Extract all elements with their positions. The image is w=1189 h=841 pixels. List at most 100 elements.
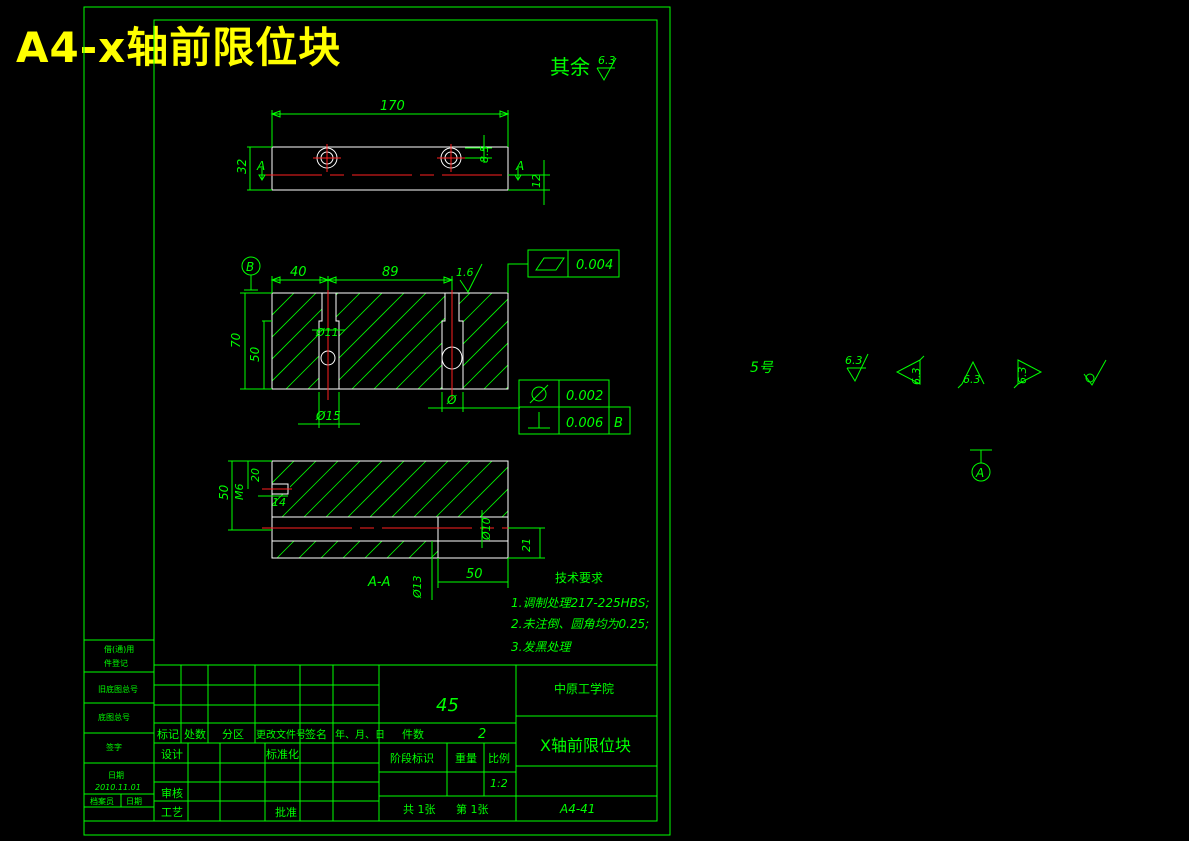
svg-text:Ø: Ø (446, 393, 457, 407)
svg-text:6.3: 6.3 (1016, 367, 1029, 385)
hatch-line (430, 550, 438, 558)
svg-text:1.6: 1.6 (456, 266, 474, 279)
svg-text:B: B (246, 260, 254, 274)
svg-text:14: 14 (272, 496, 286, 509)
hatch-line (483, 364, 508, 389)
roughness-note: 其余 6.3 (550, 54, 617, 82)
svg-text:档案员: 档案员 (90, 796, 114, 806)
svg-text:标准化: 标准化 (266, 747, 299, 761)
svg-text:工艺: 工艺 (161, 806, 183, 819)
svg-text:比例: 比例 (488, 751, 510, 765)
svg-text:第 1张: 第 1张 (456, 802, 489, 816)
svg-text:Ø13: Ø13 (411, 575, 424, 599)
hatch-line (417, 298, 508, 389)
svg-text:32: 32 (235, 159, 249, 174)
svg-text:B: B (614, 416, 623, 431)
hatch-line (369, 461, 427, 517)
hatch-line (272, 541, 273, 542)
svg-text:1.调制处理217-225HBS;: 1.调制处理217-225HBS; (511, 596, 650, 610)
hatch-line (364, 541, 383, 558)
svg-text:技术要求: 技术要求 (555, 571, 603, 585)
hatch-line (342, 541, 361, 558)
hatch-line (329, 293, 427, 389)
svg-text:1:2: 1:2 (490, 777, 508, 790)
svg-text:Ø11: Ø11 (315, 326, 339, 339)
hatch-line (501, 510, 508, 517)
svg-text:A: A (256, 159, 265, 173)
svg-text:更改文件号: 更改文件号 (256, 728, 306, 741)
svg-text:标记: 标记 (157, 727, 179, 741)
tech-requirements: 技术要求 1.调制处理217-225HBS; 2.未注倒、圆角均为0.25; 3… (511, 571, 650, 654)
svg-text:70: 70 (229, 332, 243, 348)
svg-text:5号: 5号 (750, 360, 774, 376)
svg-text:件登记: 件登记 (104, 658, 128, 668)
svg-text:其余: 其余 (550, 55, 590, 79)
top-view: 170 32 A 8.5 A 12 (235, 99, 550, 205)
svg-text:签名: 签名 (305, 727, 327, 741)
svg-text:M6: M6 (233, 484, 246, 501)
svg-text:50: 50 (466, 567, 483, 582)
title-block: 标记 处数 分区 更改文件号 签名 年、月、日 设计 标准化 审核 工艺 批准 … (153, 664, 658, 822)
hatch-line (461, 342, 508, 389)
svg-text:日期: 日期 (108, 771, 124, 780)
left-strip: 借(通)用 件登记 旧底图总号 底图总号 签字 日期 2010.11.01 档案… (83, 639, 155, 822)
svg-text:50: 50 (248, 346, 262, 362)
svg-text:共 1张: 共 1张 (403, 803, 436, 816)
hatch-line (272, 293, 361, 382)
svg-text:批准: 批准 (275, 805, 297, 819)
hatch-line (408, 541, 427, 558)
svg-text:件数: 件数 (402, 728, 424, 741)
svg-text:45: 45 (436, 695, 459, 716)
svg-text:签字: 签字 (106, 742, 122, 752)
svg-text:3.发黑处理: 3.发黑处理 (511, 640, 572, 654)
svg-text:A: A (515, 159, 524, 173)
hatch-line (320, 541, 339, 558)
svg-text:中原工学院: 中原工学院 (554, 681, 614, 696)
hatch-line (435, 461, 493, 517)
svg-text:6.3: 6.3 (963, 373, 981, 386)
hatch-line (413, 461, 471, 517)
svg-text:20: 20 (249, 468, 262, 482)
hatch-line (386, 541, 405, 558)
hatch-line (303, 461, 361, 517)
svg-text:分区: 分区 (222, 728, 244, 741)
svg-text:170: 170 (380, 99, 405, 114)
svg-text:X轴前限位块: X轴前限位块 (540, 736, 631, 755)
svg-text:旧底图总号: 旧底图总号 (98, 684, 138, 694)
svg-text:阶段标识: 阶段标识 (390, 751, 434, 765)
hatch-line (325, 461, 383, 517)
svg-text:50: 50 (217, 484, 231, 500)
banner-title: A4-x轴前限位块 (16, 23, 342, 72)
svg-text:审核: 审核 (161, 786, 183, 800)
hatch-line (505, 386, 508, 389)
hatch-line (276, 541, 295, 558)
hatch-line (457, 466, 508, 517)
svg-text:处数: 处数 (184, 728, 206, 741)
hatch-line (272, 293, 273, 294)
hatch-line (347, 461, 405, 517)
svg-text:6.3: 6.3 (910, 368, 923, 386)
svg-text:0.004: 0.004 (576, 258, 613, 273)
hatch-line (479, 488, 508, 517)
hatch-line (272, 293, 317, 338)
hatch-line (391, 461, 449, 517)
svg-text:0.006: 0.006 (566, 416, 603, 431)
svg-text:2010.11.01: 2010.11.01 (95, 783, 141, 792)
svg-text:0.002: 0.002 (566, 389, 603, 404)
hatch-line (281, 461, 339, 517)
svg-text:2.未注倒、圆角均为0.25;: 2.未注倒、圆角均为0.25; (511, 617, 649, 631)
svg-text:底图总号: 底图总号 (98, 712, 130, 722)
svg-text:6.3: 6.3 (845, 354, 863, 367)
svg-text:设计: 设计 (161, 748, 183, 761)
svg-text:年、月、日: 年、月、日 (335, 728, 385, 741)
hatch-line (272, 293, 295, 316)
svg-text:A4-41: A4-41 (559, 802, 595, 816)
svg-text:日期: 日期 (126, 797, 142, 806)
svg-text:2: 2 (478, 727, 486, 742)
hatch-line (298, 541, 317, 558)
svg-text:A: A (975, 466, 984, 480)
front-view: B 40 89 70 50 1.6 Ø11 Ø15 Ø 0.004 (229, 249, 631, 435)
svg-text:借(通)用: 借(通)用 (104, 644, 134, 654)
svg-text:A-A: A-A (367, 575, 390, 590)
